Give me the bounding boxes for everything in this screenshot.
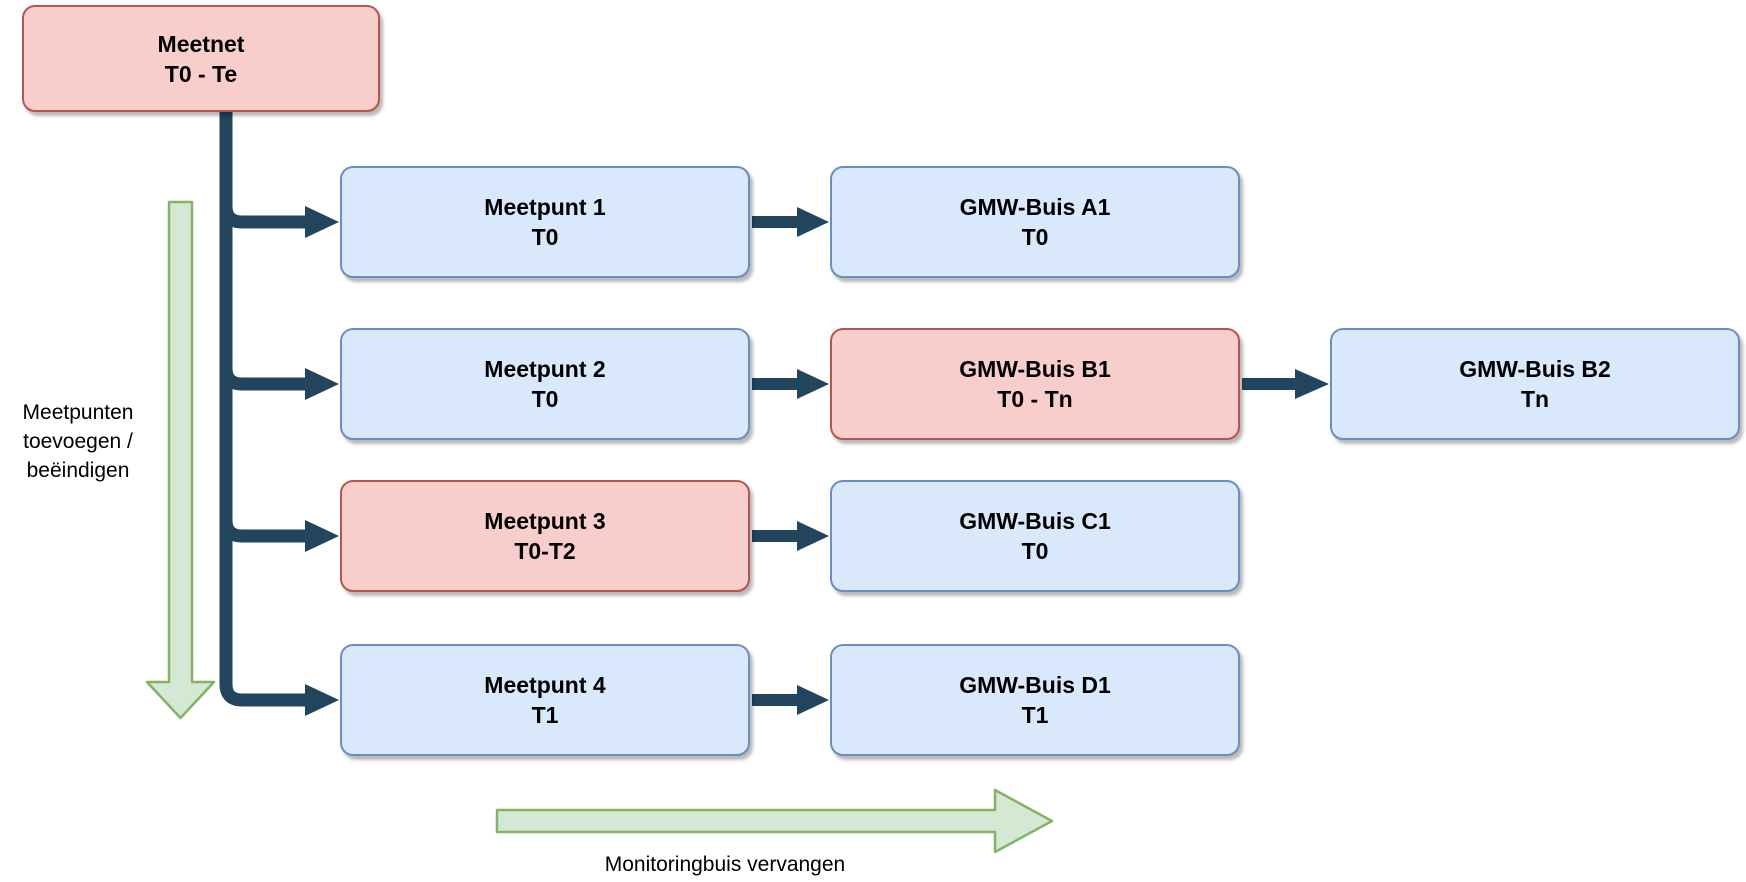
right-arrow-icon (495, 788, 1054, 854)
node-meetpunt-2: Meetpunt 2 T0 (340, 328, 750, 440)
down-arrow-icon (145, 200, 216, 720)
node-sublabel: T0 (1021, 224, 1049, 250)
arrowhead-gmwD1-icon (797, 685, 829, 715)
node-sublabel: T1 (1021, 702, 1049, 728)
node-label: Meetpunt 1 (484, 194, 606, 220)
branch-row3 (219, 519, 305, 543)
node-label: GMW-Buis A1 (959, 194, 1111, 220)
left-arrow-label-line3: beëindigen (26, 459, 130, 482)
node-gmw-buis-a1: GMW-Buis A1 T0 (830, 166, 1240, 278)
node-label: GMW-Buis B1 (959, 356, 1111, 382)
left-arrow-label-line2: toevoegen / (23, 430, 133, 453)
arrowhead-gmwB2-icon (1295, 369, 1329, 399)
node-gmw-buis-b2: GMW-Buis B2 Tn (1330, 328, 1740, 440)
node-sublabel: T0 (1021, 538, 1049, 564)
arrowhead-row2-icon (305, 368, 339, 400)
arrowhead-gmwA1-icon (797, 207, 829, 237)
node-sublabel: T0 - Te (164, 60, 238, 87)
node-sublabel: T1 (531, 702, 559, 728)
node-gmw-buis-d1: GMW-Buis D1 T1 (830, 644, 1240, 756)
left-arrow-label: Meetpunten toevoegen / beëindigen (0, 398, 156, 485)
node-label: Meetpunt 2 (484, 356, 606, 382)
node-label: GMW-Buis B2 (1459, 356, 1611, 382)
node-label: GMW-Buis C1 (959, 508, 1111, 534)
arrowhead-row1-icon (305, 206, 339, 238)
node-sublabel: Tn (1520, 386, 1550, 412)
node-sublabel: T0 (531, 224, 559, 250)
trunk-connector (219, 112, 305, 707)
node-label: GMW-Buis D1 (959, 672, 1111, 698)
node-label: Meetpunt 4 (484, 672, 606, 698)
node-meetpunt-1: Meetpunt 1 T0 (340, 166, 750, 278)
left-arrow-label-line1: Meetpunten (22, 401, 134, 424)
branch-row1 (219, 205, 305, 229)
arrowhead-row4-icon (305, 684, 339, 716)
arrowhead-row3-icon (305, 520, 339, 552)
node-label: Meetnet (157, 30, 245, 57)
node-meetpunt-4: Meetpunt 4 T1 (340, 644, 750, 756)
bottom-arrow-label: Monitoringbuis vervangen (604, 853, 846, 876)
node-label: Meetpunt 3 (484, 508, 606, 534)
node-sublabel: T0 - Tn (997, 386, 1073, 412)
node-gmw-buis-c1: GMW-Buis C1 T0 (830, 480, 1240, 592)
node-meetnet: Meetnet T0 - Te (22, 5, 380, 112)
node-sublabel: T0-T2 (514, 538, 576, 564)
node-gmw-buis-b1: GMW-Buis B1 T0 - Tn (830, 328, 1240, 440)
arrowhead-gmwC1-icon (797, 521, 829, 551)
arrowhead-gmwB1-icon (797, 369, 829, 399)
node-sublabel: T0 (531, 386, 559, 412)
branch-row2 (219, 367, 305, 391)
node-meetpunt-3: Meetpunt 3 T0-T2 (340, 480, 750, 592)
